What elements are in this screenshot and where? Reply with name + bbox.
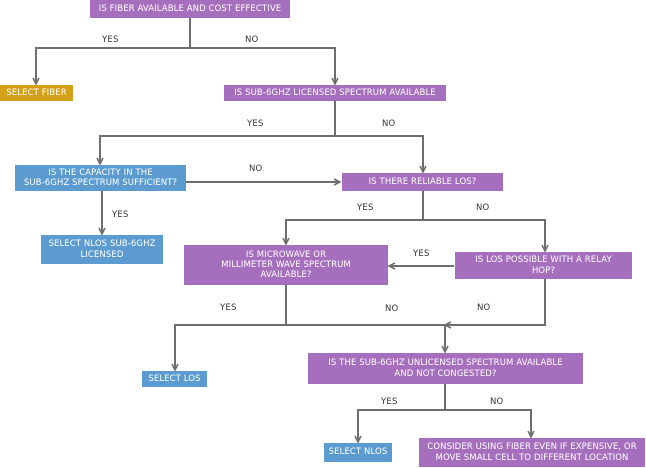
edge-label-licensed-no: NO <box>382 119 396 129</box>
edge-microwave-yes <box>175 285 287 370</box>
select-fiber-box: SELECT FIBER <box>0 85 73 101</box>
edge-label-licensed-yes: YES <box>247 119 264 129</box>
edge-los-no <box>423 219 545 251</box>
capacity-question-box: IS THE CAPACITY IN THE SUB-6GHZ SPECTRUM… <box>15 165 186 191</box>
licensed-question-box: IS SUB-6GHZ LICENSED SPECTRUM AVAILABLE <box>224 85 446 101</box>
edge-label-fiber-yes: YES <box>102 35 119 45</box>
edge-relay-no <box>445 279 546 325</box>
edge-label-relay-no: NO <box>477 303 491 313</box>
edge-unlicensed-yes <box>358 384 446 442</box>
edge-licensed-no <box>335 135 423 172</box>
select-nlos-licensed-box: SELECT NLOS SUB-6GHZ LICENSED <box>41 235 163 264</box>
edge-licensed-yes <box>100 101 336 164</box>
edge-label-capacity-yes: YES <box>112 210 129 220</box>
consider-fiber-box: CONSIDER USING FIBER EVEN IF EXPENSIVE, … <box>419 438 645 467</box>
select-nlos-box: SELECT NLOS <box>324 443 392 462</box>
edge-label-fiber-no: NO <box>245 35 259 45</box>
edge-label-los-no: NO <box>476 203 490 213</box>
edge-fiber-no <box>190 47 335 84</box>
edge-label-microwave-yes: YES <box>220 303 237 313</box>
select-los-box: SELECT LOS <box>142 371 207 387</box>
edge-unlicensed-no <box>445 409 531 437</box>
microwave-question-box: IS MICROWAVE OR MILLIMETER WAVE SPECTRUM… <box>184 245 388 285</box>
fiber-question-box: IS FIBER AVAILABLE AND COST EFFECTIVE <box>90 0 290 18</box>
edge-label-unlicensed-yes: YES <box>381 397 398 407</box>
unlicensed-question-box: IS THE SUB-6GHZ UNLICENSED SPECTRUM AVAI… <box>308 353 583 384</box>
relay-question-box: IS LOS POSSIBLE WITH A RELAY HOP? <box>455 252 632 279</box>
edge-label-los-yes: YES <box>357 203 374 213</box>
edge-label-unlicensed-no: NO <box>490 397 504 407</box>
edge-label-capacity-no: NO <box>249 164 263 174</box>
edge-fiber-yes <box>36 18 191 84</box>
edge-label-microwave-no: NO <box>385 304 399 314</box>
los-question-box: IS THERE RELIABLE LOS? <box>342 173 503 191</box>
edge-los-yes <box>286 191 424 244</box>
edge-label-relay-yes: YES <box>413 249 430 259</box>
edge-microwave-no <box>286 324 445 352</box>
